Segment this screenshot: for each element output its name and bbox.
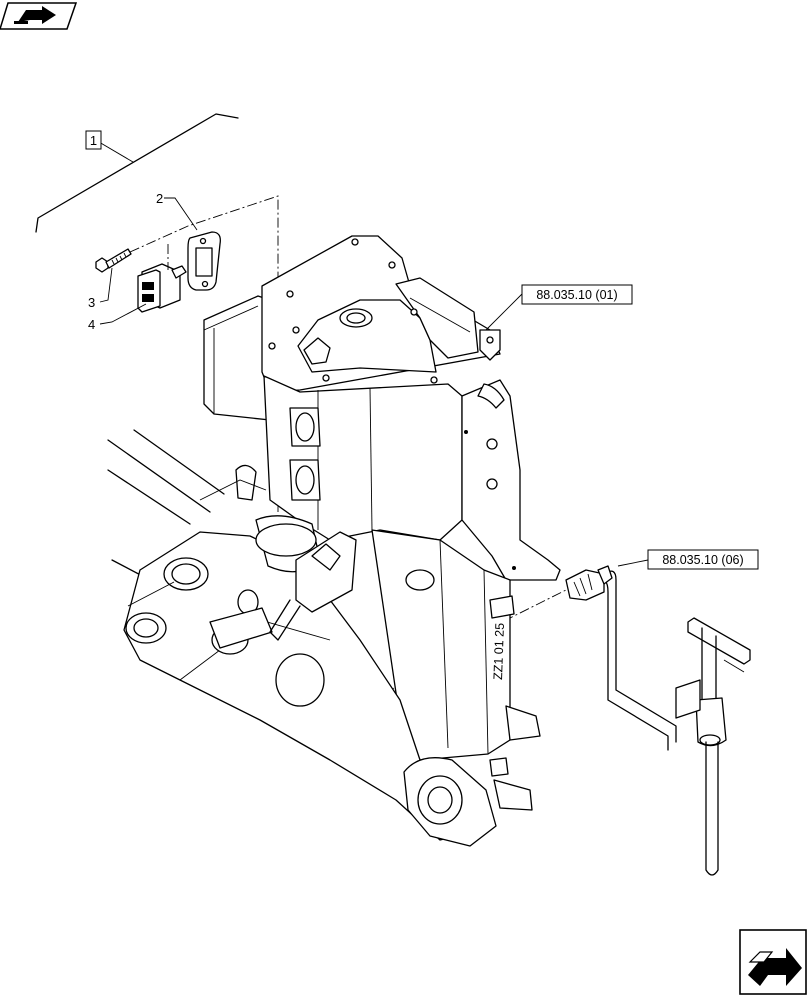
loader-frame-illustration bbox=[107, 235, 561, 847]
callout-leaders bbox=[99, 197, 198, 325]
wiring-harness bbox=[597, 570, 677, 751]
previous-page-icon[interactable] bbox=[0, 2, 78, 30]
reference-lower[interactable]: 88.035.10 (06) bbox=[617, 549, 759, 570]
assembly-bracket bbox=[35, 113, 239, 233]
callout-2[interactable]: 2 bbox=[156, 191, 163, 206]
mounting-plate[interactable] bbox=[187, 231, 221, 291]
reference-upper-label: 88.035.10 (01) bbox=[536, 288, 617, 302]
next-page-icon[interactable] bbox=[739, 929, 807, 995]
harness-connector[interactable] bbox=[565, 565, 613, 601]
reference-upper[interactable]: 88.035.10 (01) bbox=[485, 284, 633, 331]
tower-bolts bbox=[268, 238, 438, 384]
reference-lower-label: 88.035.10 (06) bbox=[662, 553, 743, 567]
callout-1[interactable]: 1 bbox=[85, 130, 102, 150]
callout-3[interactable]: 3 bbox=[88, 295, 95, 310]
bolt[interactable] bbox=[95, 248, 132, 273]
callout-4[interactable]: 4 bbox=[88, 317, 95, 332]
callout-1-label: 1 bbox=[90, 133, 97, 148]
switch[interactable] bbox=[137, 263, 187, 313]
part-marking: ZZ1 01 25 bbox=[491, 623, 507, 680]
handle-tube bbox=[675, 617, 751, 876]
